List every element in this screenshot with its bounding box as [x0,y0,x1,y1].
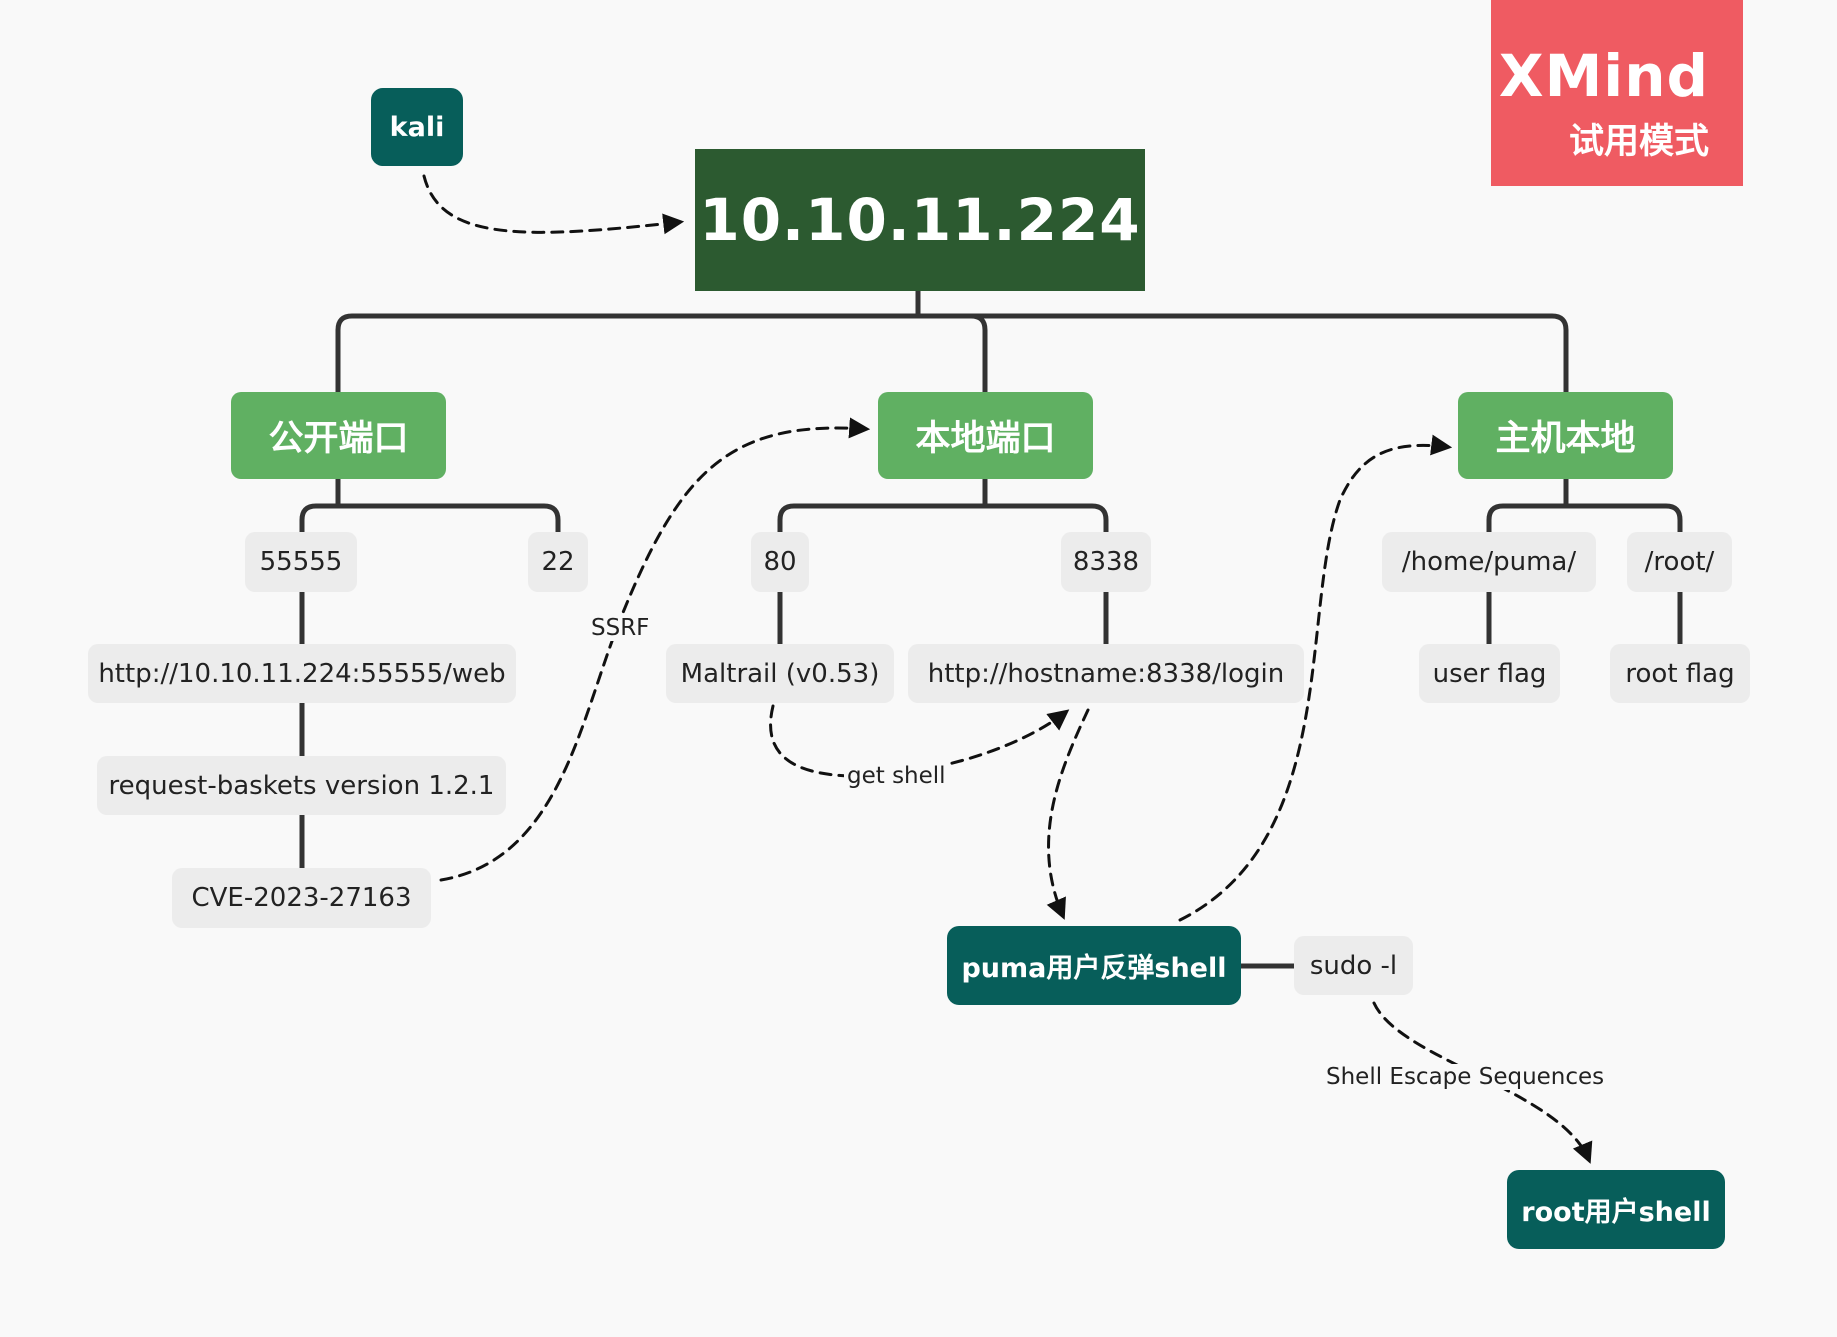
trial-mode-text: 试用模式 [1568,122,1709,162]
node-puma-shell[interactable]: puma用户反弹shell [947,926,1241,1005]
node-home-puma[interactable]: /home/puma/ [1382,532,1596,592]
node-root-dir[interactable]: /root/ [1627,532,1732,592]
node-root-ip[interactable]: 10.10.11.224 [695,149,1145,291]
tree-root-bus [335,313,1569,395]
relation-label-shell-escape: Shell Escape Sequences [1323,1064,1608,1090]
node-root-shell[interactable]: root用户shell [1507,1170,1725,1249]
node-user-flag[interactable]: user flag [1419,644,1560,703]
node-cve[interactable]: CVE-2023-27163 [172,868,431,928]
relation-label-ssrf: SSRF [588,615,653,641]
node-sudo-l[interactable]: sudo -l [1294,936,1413,995]
node-port-55555[interactable]: 55555 [245,532,357,592]
xmind-logo-text: XMind [1498,42,1709,110]
node-maltrail[interactable]: Maltrail (v0.53) [666,644,894,703]
node-web-url[interactable]: http://10.10.11.224:55555/web [88,644,516,703]
tree-host-bus [1486,503,1683,535]
node-kali[interactable]: kali [371,88,463,166]
relation-escape [1372,1001,1593,1164]
node-port-22[interactable]: 22 [528,532,588,592]
node-root-flag[interactable]: root flag [1610,644,1750,703]
relation-puma-host [1178,434,1453,922]
node-host-local[interactable]: 主机本地 [1458,392,1673,479]
node-port-80[interactable]: 80 [751,532,809,592]
node-login-url[interactable]: http://hostname:8338/login [908,644,1304,703]
relation-label-get-shell: get shell [844,763,949,789]
node-public-ports[interactable]: 公开端口 [231,392,446,479]
tree-root-to-local [915,313,988,395]
relation-kali-root [422,174,685,235]
tree-public-bus [299,503,561,535]
node-request-baskets-version[interactable]: request-baskets version 1.2.1 [97,756,506,815]
node-port-8338[interactable]: 8338 [1061,532,1151,592]
relation-login-puma [1046,708,1090,920]
xmind-trial-badge: XMind 试用模式 [1491,0,1743,186]
tree-local-bus [777,503,1109,535]
node-local-ports[interactable]: 本地端口 [878,392,1093,479]
